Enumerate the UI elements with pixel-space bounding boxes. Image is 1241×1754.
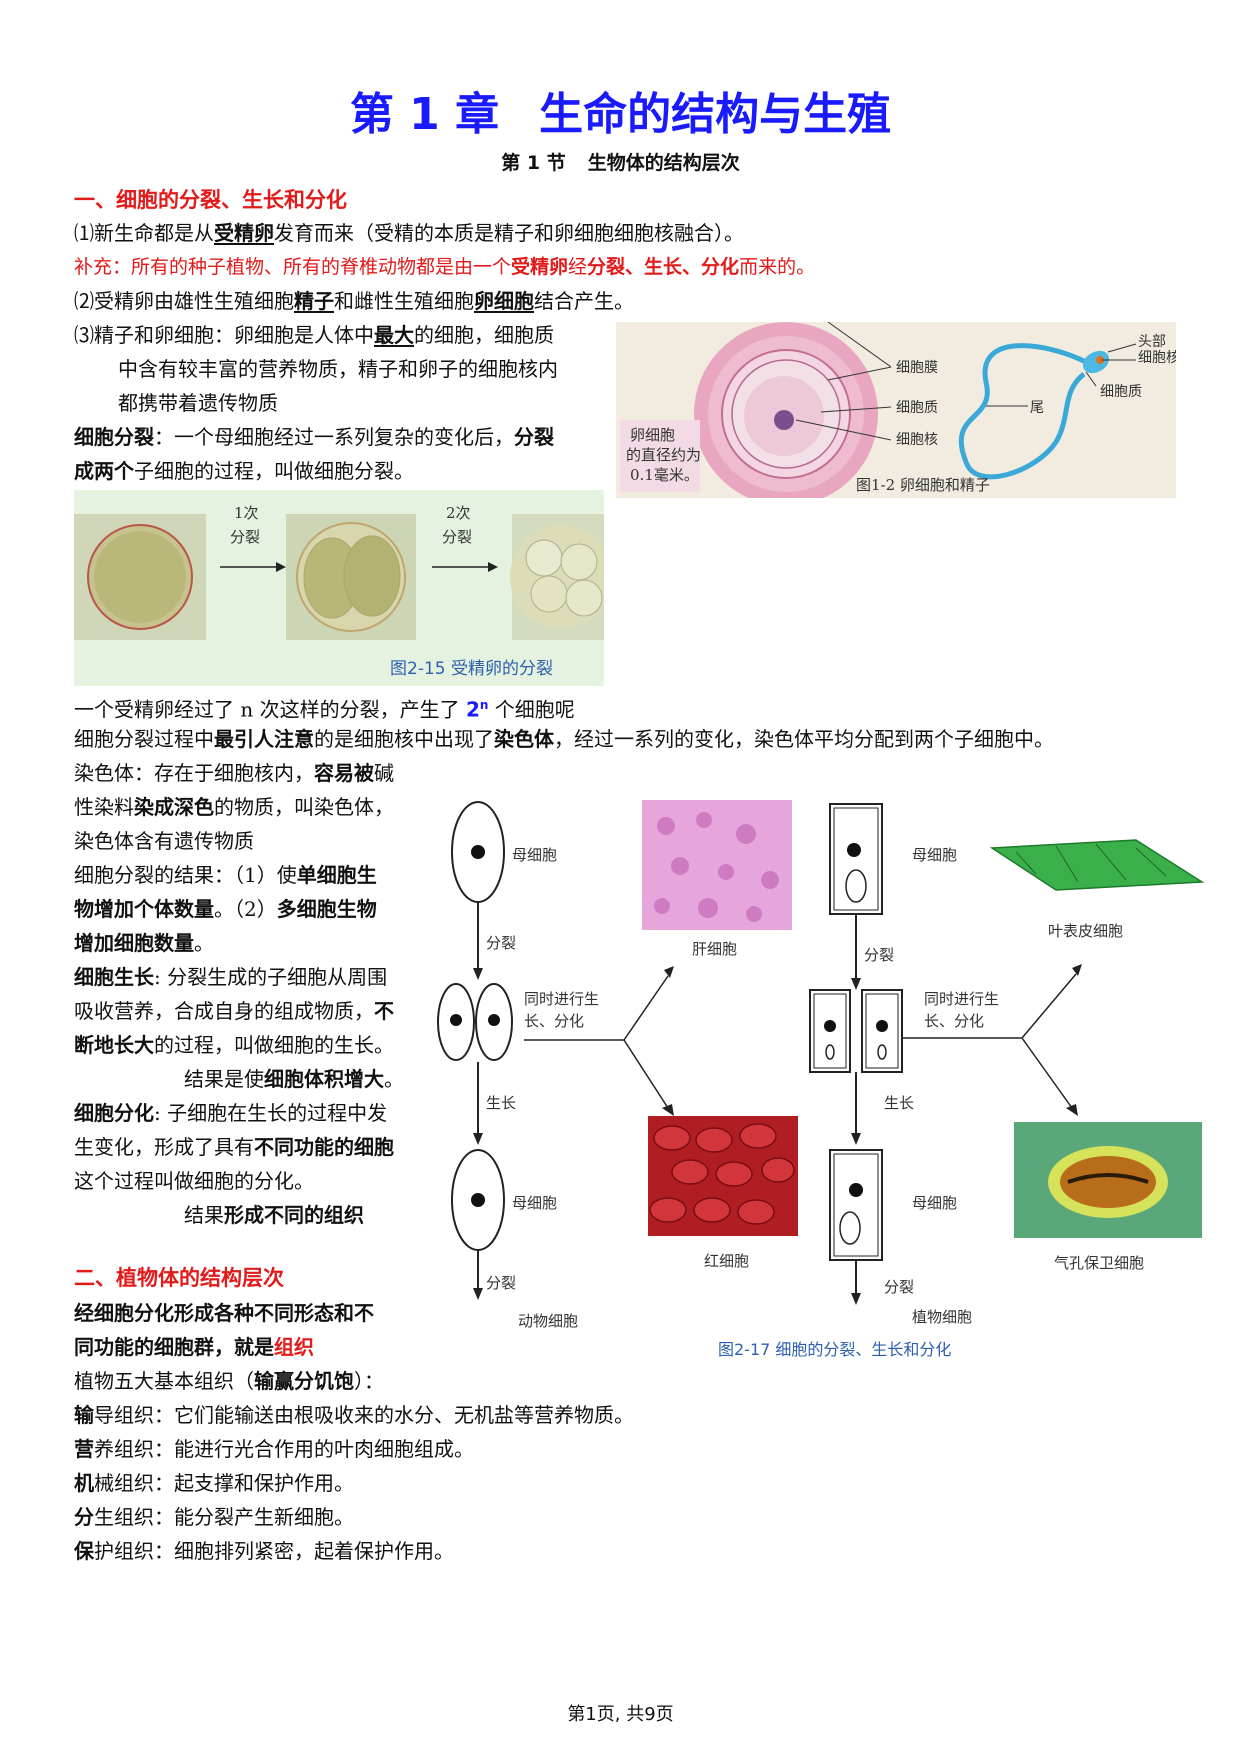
label-divide-animal: 分裂 (486, 934, 516, 952)
step1-count: 1次 (234, 504, 259, 522)
section1-heading: 一、细胞的分裂、生长和分化 (74, 188, 347, 212)
label-sperm-cytoplasm: 细胞质 (1100, 384, 1142, 400)
result-l1: 细胞分裂的结果：（1）使单细胞生 (74, 863, 377, 887)
division-def-line1: 细胞分裂：一个母细胞经过一系列复杂的变化后，分裂 (74, 425, 554, 449)
diff-l1: 细胞分化: 子细胞在生长的过程中发 (74, 1101, 388, 1125)
label-red-blood-cell: 红细胞 (704, 1252, 749, 1270)
para-2: ⑵受精卵由雄性生殖细胞精子和雌性生殖细胞卵细胞结合产生。 (74, 289, 634, 313)
label-mother-cell-plant-2: 母细胞 (912, 1194, 957, 1212)
section2-l1: 经细胞分化形成各种不同形态和不 (74, 1301, 374, 1325)
zygote-division-figure: 1次 分裂 2次 分裂 图2-15 受精卵的分裂 (74, 490, 604, 686)
label-nucleus: 细胞核 (896, 432, 938, 448)
section2-heading: 二、植物体的结构层次 (74, 1266, 284, 1290)
diff-l4: 结果形成不同的组织 (184, 1203, 364, 1227)
step1-label: 分裂 (230, 528, 260, 546)
label-cytoplasm: 细胞质 (896, 400, 938, 416)
egg-cell-drawing (694, 322, 878, 498)
chromosome-def-l1: 染色体：存在于细胞核内，容易被碱 (74, 761, 394, 785)
growth-l1: 细胞生长: 分裂生成的子细胞从周围 (74, 965, 388, 989)
label-guard-cell: 气孔保卫细胞 (1054, 1254, 1144, 1272)
sperm-drawing (958, 343, 1110, 480)
tissue-item: 机械组织：起支撑和保护作用。 (74, 1471, 354, 1495)
division-caption: 图2-15 受精卵的分裂 (390, 659, 553, 679)
label-leaf-epidermis: 叶表皮细胞 (1048, 922, 1123, 940)
tissue-item: 保护组织：细胞排列紧密，起着保护作用。 (74, 1539, 454, 1563)
label-animal-cell: 动物细胞 (518, 1312, 578, 1330)
tissue-item: 输导组织：它们能输送由根吸收来的水分、无机盐等营养物质。 (74, 1403, 634, 1427)
count-line: 一个受精卵经过了 n 次这样的分裂，产生了 2n 个细胞呢 (74, 697, 575, 722)
section2-l2: 同功能的细胞群，就是组织 (74, 1335, 314, 1359)
diff-l3: 这个过程叫做细胞的分化。 (74, 1169, 314, 1193)
step2-count: 2次 (446, 504, 471, 522)
tissue-item: 分生组织：能分裂产生新细胞。 (74, 1505, 354, 1529)
label-simul-animal-2: 长、分化 (524, 1012, 584, 1030)
section-title: 第 1 节生物体的结构层次 (501, 152, 740, 174)
label-simul-plant-2: 长、分化 (924, 1012, 984, 1030)
animal-cell-sequence (437, 801, 513, 1300)
para-3-line2: 中含有较丰富的营养物质，精子和卵子的细胞核内 (118, 357, 558, 381)
page-footer: 第1页, 共9页 (567, 1704, 674, 1725)
step2-label: 分裂 (442, 528, 472, 546)
label-grow-plant: 生长 (884, 1094, 914, 1112)
tissue-item: 营养组织：能进行光合作用的叶肉细胞组成。 (74, 1437, 474, 1461)
label-liver-cell: 肝细胞 (692, 940, 737, 958)
label-sperm-tail: 尾 (1030, 400, 1044, 416)
label-cell-membrane: 细胞膜 (896, 360, 938, 376)
label-sperm-head: 头部 (1138, 334, 1166, 350)
division-def-line2: 成两个子细胞的过程，叫做细胞分裂。 (74, 459, 414, 483)
supplement-note: 补充：所有的种子植物、所有的脊椎动物都是由一个受精卵经分裂、生长、分化而来的。 (74, 256, 816, 278)
egg-note-line1: 卵细胞 (630, 426, 675, 444)
result-l3: 增加细胞数量。 (74, 931, 214, 955)
label-simul-animal-1: 同时进行生 (524, 990, 599, 1008)
growth-l2: 吸收营养，合成自身的组成物质，不 (74, 999, 394, 1023)
egg-sperm-caption: 图1-2 卵细胞和精子 (856, 476, 990, 494)
label-mother-cell-plant: 母细胞 (912, 846, 957, 864)
growth-l4: 结果是使细胞体积增大。 (184, 1067, 404, 1091)
label-divide-animal-2: 分裂 (486, 1274, 516, 1292)
egg-note-line2: 的直径约为 (626, 446, 701, 464)
para-3-line1: ⑶精子和卵细胞：卵细胞是人体中最大的细胞，细胞质 (74, 323, 554, 347)
label-mother-cell-animal-2: 母细胞 (512, 1194, 557, 1212)
chromosome-line: 细胞分裂过程中最引人注意的是细胞核中出现了染色体，经过一系列的变化，染色体平均分… (74, 727, 1054, 751)
egg-note-line3: 0.1毫米。 (630, 466, 699, 484)
result-l2: 物增加个体数量。（2）多细胞生物 (74, 897, 377, 921)
egg-sperm-figure: 细胞膜 细胞质 细胞核 卵细胞 的直径约为 0.1毫米。 头部 细胞核 细胞质 … (616, 322, 1176, 498)
para-1: ⑴新生命都是从受精卵发育而来（受精的本质是精子和卵细胞细胞核融合）。 (74, 221, 744, 245)
label-divide-plant: 分裂 (864, 946, 894, 964)
plant-cell-sequence (809, 803, 903, 1305)
label-mother-cell-animal: 母细胞 (512, 846, 557, 864)
differentiation-figure: 母细胞 分裂 同时进行生 长、分化 生长 母细胞 分裂 动物细胞 肝细胞 红细胞 (436, 790, 1206, 1370)
label-simul-plant-1: 同时进行生 (924, 990, 999, 1008)
label-grow-animal: 生长 (486, 1094, 516, 1112)
label-divide-plant-2: 分裂 (884, 1278, 914, 1296)
tissues-intro: 植物五大基本组织（输赢分饥饱）： (74, 1369, 384, 1393)
label-sperm-nucleus: 细胞核 (1138, 350, 1176, 366)
growth-l3: 断地长大的过程，叫做细胞的生长。 (74, 1033, 394, 1057)
differentiation-caption: 图2-17 细胞的分裂、生长和分化 (718, 1340, 951, 1359)
chapter-title: 第 1 章生命的结构与生殖 (349, 89, 892, 140)
chromosome-def-l2: 性染料染成深色的物质，叫染色体， (74, 795, 394, 819)
para-3-line3: 都携带着遗传物质 (118, 391, 278, 415)
chromosome-def-l3: 染色体含有遗传物质 (74, 829, 254, 853)
diff-l2: 生变化，形成了具有不同功能的细胞 (74, 1135, 394, 1159)
label-plant-cell: 植物细胞 (912, 1308, 972, 1326)
